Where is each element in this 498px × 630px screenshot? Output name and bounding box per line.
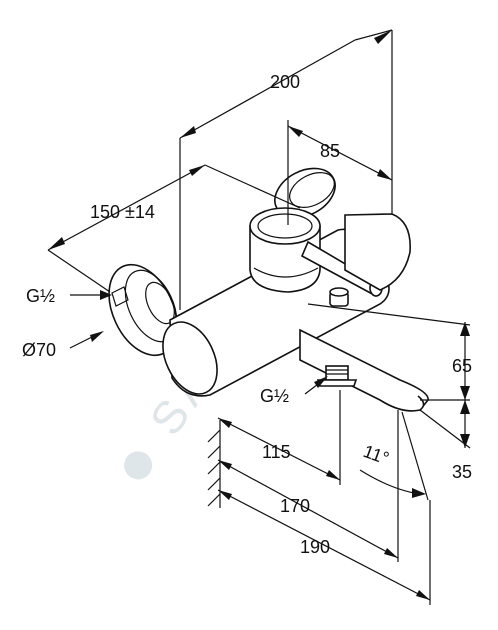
dim-190 xyxy=(217,489,431,605)
watermark-drop-icon xyxy=(124,451,153,480)
dim-angle xyxy=(359,410,429,501)
dim-150-label: 150 ±14 xyxy=(90,202,155,222)
dim-150 xyxy=(47,164,301,293)
label-g-half-left-leader xyxy=(70,290,112,300)
label-g-half-bottom: G½ xyxy=(260,386,289,406)
dim-angle-label: 11° xyxy=(361,441,392,469)
mixer-dome xyxy=(249,207,411,297)
dim-115-label: 115 xyxy=(262,442,291,462)
body-end-cap xyxy=(162,321,218,395)
label-g-half-bottom-leader xyxy=(304,376,328,395)
dim-170-label: 170 xyxy=(280,496,310,516)
dim-65-label: 65 xyxy=(452,356,472,376)
dim-35-label: 35 xyxy=(452,462,472,482)
dim-190-label: 190 xyxy=(300,537,330,557)
spout xyxy=(299,328,429,412)
label-diameter-leader xyxy=(69,331,104,349)
diverter-knob xyxy=(329,287,349,307)
label-g-half-left: G½ xyxy=(26,286,55,306)
faucet-body xyxy=(108,167,429,412)
dim-85 xyxy=(287,120,393,225)
dim-65-35 xyxy=(307,303,471,449)
dim-170 xyxy=(217,459,399,562)
label-diameter: Ø70 xyxy=(22,340,56,360)
dim-200 xyxy=(179,29,393,310)
wall-flange-front xyxy=(108,263,178,357)
dim-200-label: 200 xyxy=(270,72,300,92)
wall-hatching xyxy=(207,420,221,508)
dim-85-label: 85 xyxy=(320,141,340,161)
dim-115 xyxy=(217,390,341,485)
